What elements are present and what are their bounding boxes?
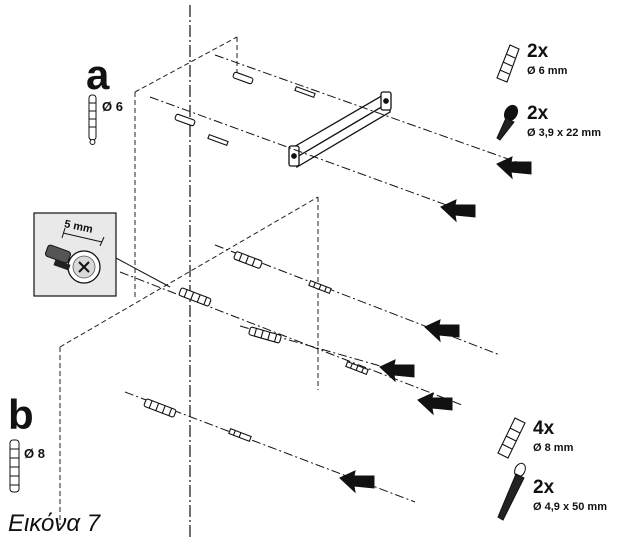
figure-caption: Εικόνα 7 [8,510,101,537]
wall-plug-icon [497,417,526,459]
inset-detail [33,212,171,297]
legend-a-plug-qty: 2x [527,41,549,62]
arrow-icon [496,156,532,180]
wall-plugs [143,71,282,418]
plug-a-icon [88,94,97,145]
legend-b-screw-spec: Ø 4,9 x 50 mm [533,501,607,513]
wall-plug-icon [496,44,520,83]
screw-icon [496,104,519,141]
arrow-icon [339,470,375,494]
legend-a-screw-spec: Ø 3,9 x 22 mm [527,127,601,139]
direction-arrows [339,156,532,494]
diameter-a: Ø 6 [102,99,123,114]
wall-bracket [288,91,392,169]
legend-a-plug-spec: Ø 6 mm [527,65,568,77]
screw-detail-icon [45,244,101,284]
screw-icon [497,462,526,521]
legend-b-plug-qty: 4x [533,418,555,439]
upper-panel-outline [134,36,238,300]
arrow-icon [379,359,415,383]
legend-b-plug-spec: Ø 8 mm [533,442,574,454]
arrow-icon [424,319,460,343]
screws-on-lines [207,85,369,442]
label-a: a [86,51,110,98]
legend-b-screw-qty: 2x [533,477,555,498]
arrow-icon [440,199,476,223]
label-b: b [8,391,34,438]
diameter-b: Ø 8 [24,446,45,461]
legend-a-screw-qty: 2x [527,103,549,124]
arrow-icon [417,392,453,416]
lower-panel-outline [59,196,319,525]
plug-b-icon [9,439,20,493]
